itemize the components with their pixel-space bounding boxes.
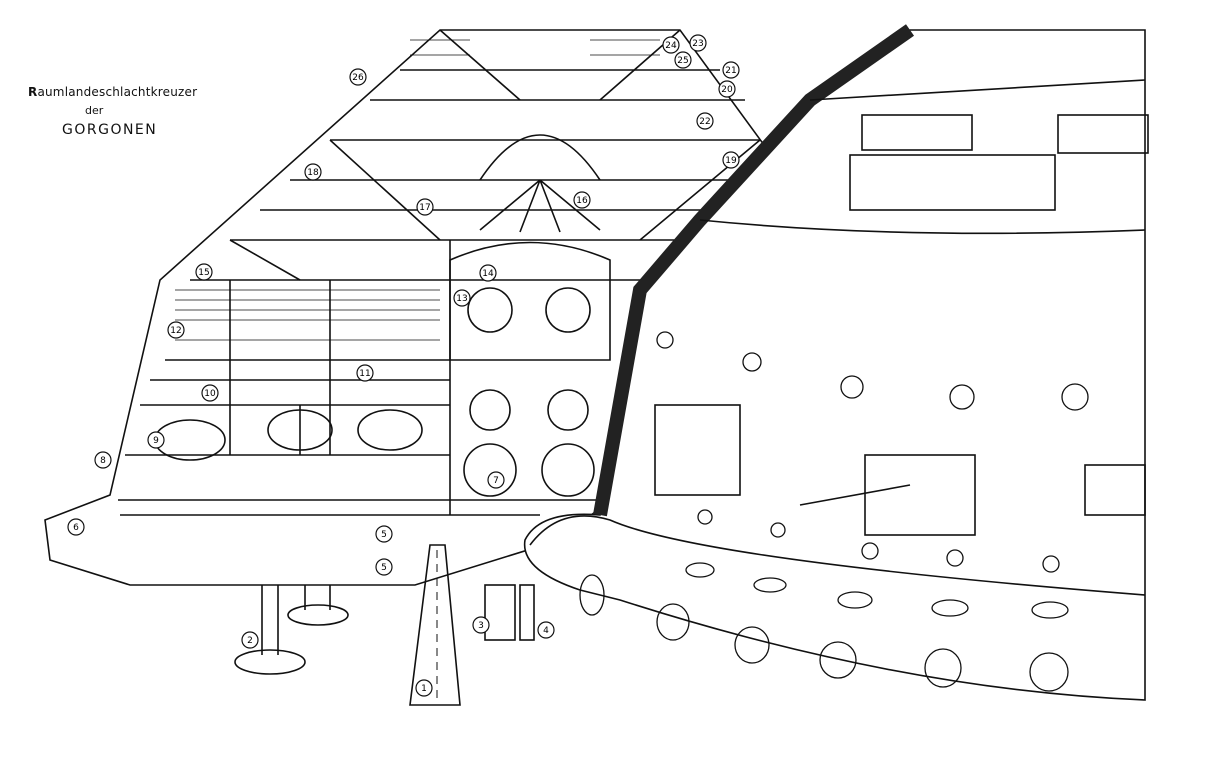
callout-3: 3 [472,616,490,634]
callout-number: 2 [247,636,253,646]
callout-number: 14 [482,269,494,279]
callout-number: 22 [699,117,710,127]
callout-15: 15 [195,263,213,281]
callout-9: 9 [147,431,165,449]
callout-number: 10 [204,389,216,399]
callout-6: 6 [67,518,85,536]
callout-4: 4 [537,621,555,639]
callout-23: 23 [689,34,707,52]
cutaway-section [44,29,777,706]
callout-number: 1 [421,684,427,694]
callout-7: 7 [487,471,505,489]
callout-number: 25 [677,56,688,66]
callout-number: 17 [419,203,430,213]
callout-21: 21 [722,61,740,79]
callout-13: 13 [453,289,471,307]
callout-number: 16 [576,196,588,206]
callout-number: 20 [721,85,733,95]
callout-number: 8 [100,456,106,466]
callout-20: 20 [718,80,736,98]
callout-number: 5 [381,563,387,573]
callout-number: 19 [725,156,737,166]
callout-number: 21 [725,66,736,76]
callout-1: 1 [415,679,433,697]
callout-number: 18 [307,168,319,178]
callout-2: 2 [241,631,259,649]
callout-11: 11 [356,364,374,382]
callout-number: 26 [352,73,364,83]
callout-number: 12 [170,326,181,336]
callout-14: 14 [479,264,497,282]
callout-number: 7 [493,476,499,486]
callout-number: 15 [198,268,209,278]
callout-8: 8 [94,451,112,469]
callout-26: 26 [349,68,367,86]
callout-24: 24 [662,36,680,54]
callout-number: 5 [381,530,387,540]
title-line-3: GORGONEN [62,122,158,138]
callout-5: 5 [375,525,393,543]
callout-number: 24 [665,41,677,51]
exterior-hull [523,24,1149,701]
callout-number: 23 [692,39,703,49]
callout-22: 22 [696,112,714,130]
callout-number: 4 [543,626,549,636]
callout-17: 17 [416,198,434,216]
callout-number: 6 [73,523,79,533]
title-line-2: der [85,104,104,117]
callout-5: 5 [375,558,393,576]
callout-number: 9 [153,436,159,446]
callout-16: 16 [573,191,591,209]
callout-number: 11 [359,369,370,379]
callout-12: 12 [167,321,185,339]
callout-19: 19 [722,151,740,169]
callout-10: 10 [201,384,219,402]
title-line-1: Raumlandeschlachtkreuzer [28,85,198,99]
callout-number: 13 [456,294,467,304]
callout-18: 18 [304,163,322,181]
callout-25: 25 [674,51,692,69]
callout-number: 3 [478,621,484,631]
